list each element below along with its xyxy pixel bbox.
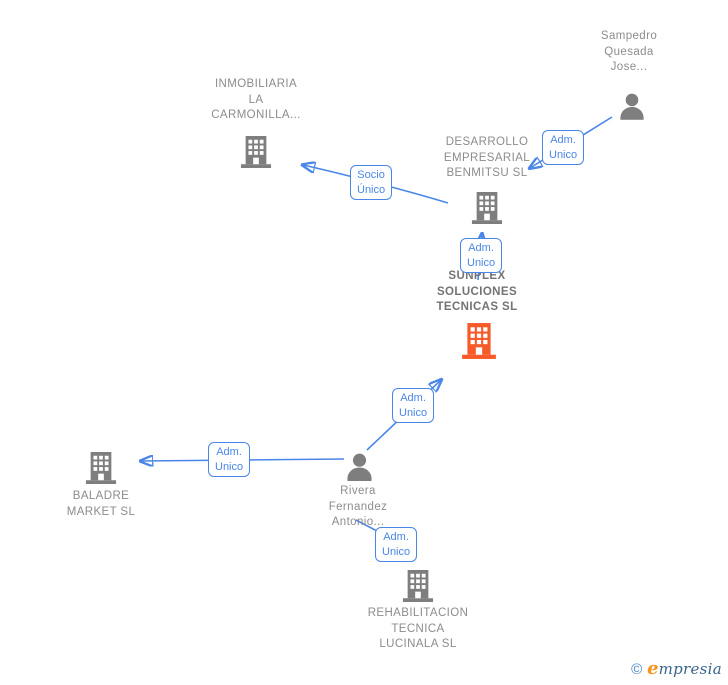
building-icon[interactable] [471, 191, 503, 225]
person-icon[interactable] [619, 92, 645, 120]
empresia-logo: © e mpresia [631, 658, 722, 679]
building-icon[interactable] [402, 568, 434, 604]
person-icon[interactable] [346, 452, 373, 481]
node-label-baladre[interactable]: BALADRE MARKET SL [66, 490, 136, 518]
node-label-inmobiliaria[interactable]: INMOBILIARIA LA CARMONILLA... [211, 78, 301, 121]
node-label-sunplex[interactable]: SUNPLEX SOLUCIONES TECNICAS SL [436, 270, 518, 313]
brand-text: mpresia [658, 660, 722, 678]
edge-label-adm-unico-sampedro: Adm. Unico [542, 130, 585, 165]
building-icon-highlighted[interactable] [461, 322, 497, 360]
edge-label-adm-unico-rivera-rehabilitacion: Adm. Unico [375, 527, 418, 562]
edge-label-adm-unico-rivera-baladre: Adm. Unico [208, 442, 251, 477]
node-label-desarrollo[interactable]: DESARROLLO EMPRESARIAL BENMITSU SL [443, 136, 531, 179]
brand-letter-e: e [647, 658, 659, 679]
node-label-rivera[interactable]: Rivera Fernandez Antonio... [328, 485, 388, 528]
edge-label-adm-unico-rivera-sunplex: Adm. Unico [392, 388, 435, 423]
building-icon[interactable] [85, 450, 117, 486]
edge-label-socio-unico: Socio Único [350, 165, 393, 200]
node-label-sampedro[interactable]: Sampedro Quesada Jose... [600, 30, 658, 73]
building-icon[interactable] [240, 134, 272, 170]
node-label-rehabilitacion[interactable]: REHABILITACION TECNICA LUCINALA SL [367, 607, 469, 650]
edge-label-adm-unico-sunplex: Adm. Unico [460, 238, 503, 273]
copyright-icon: © [631, 661, 643, 678]
